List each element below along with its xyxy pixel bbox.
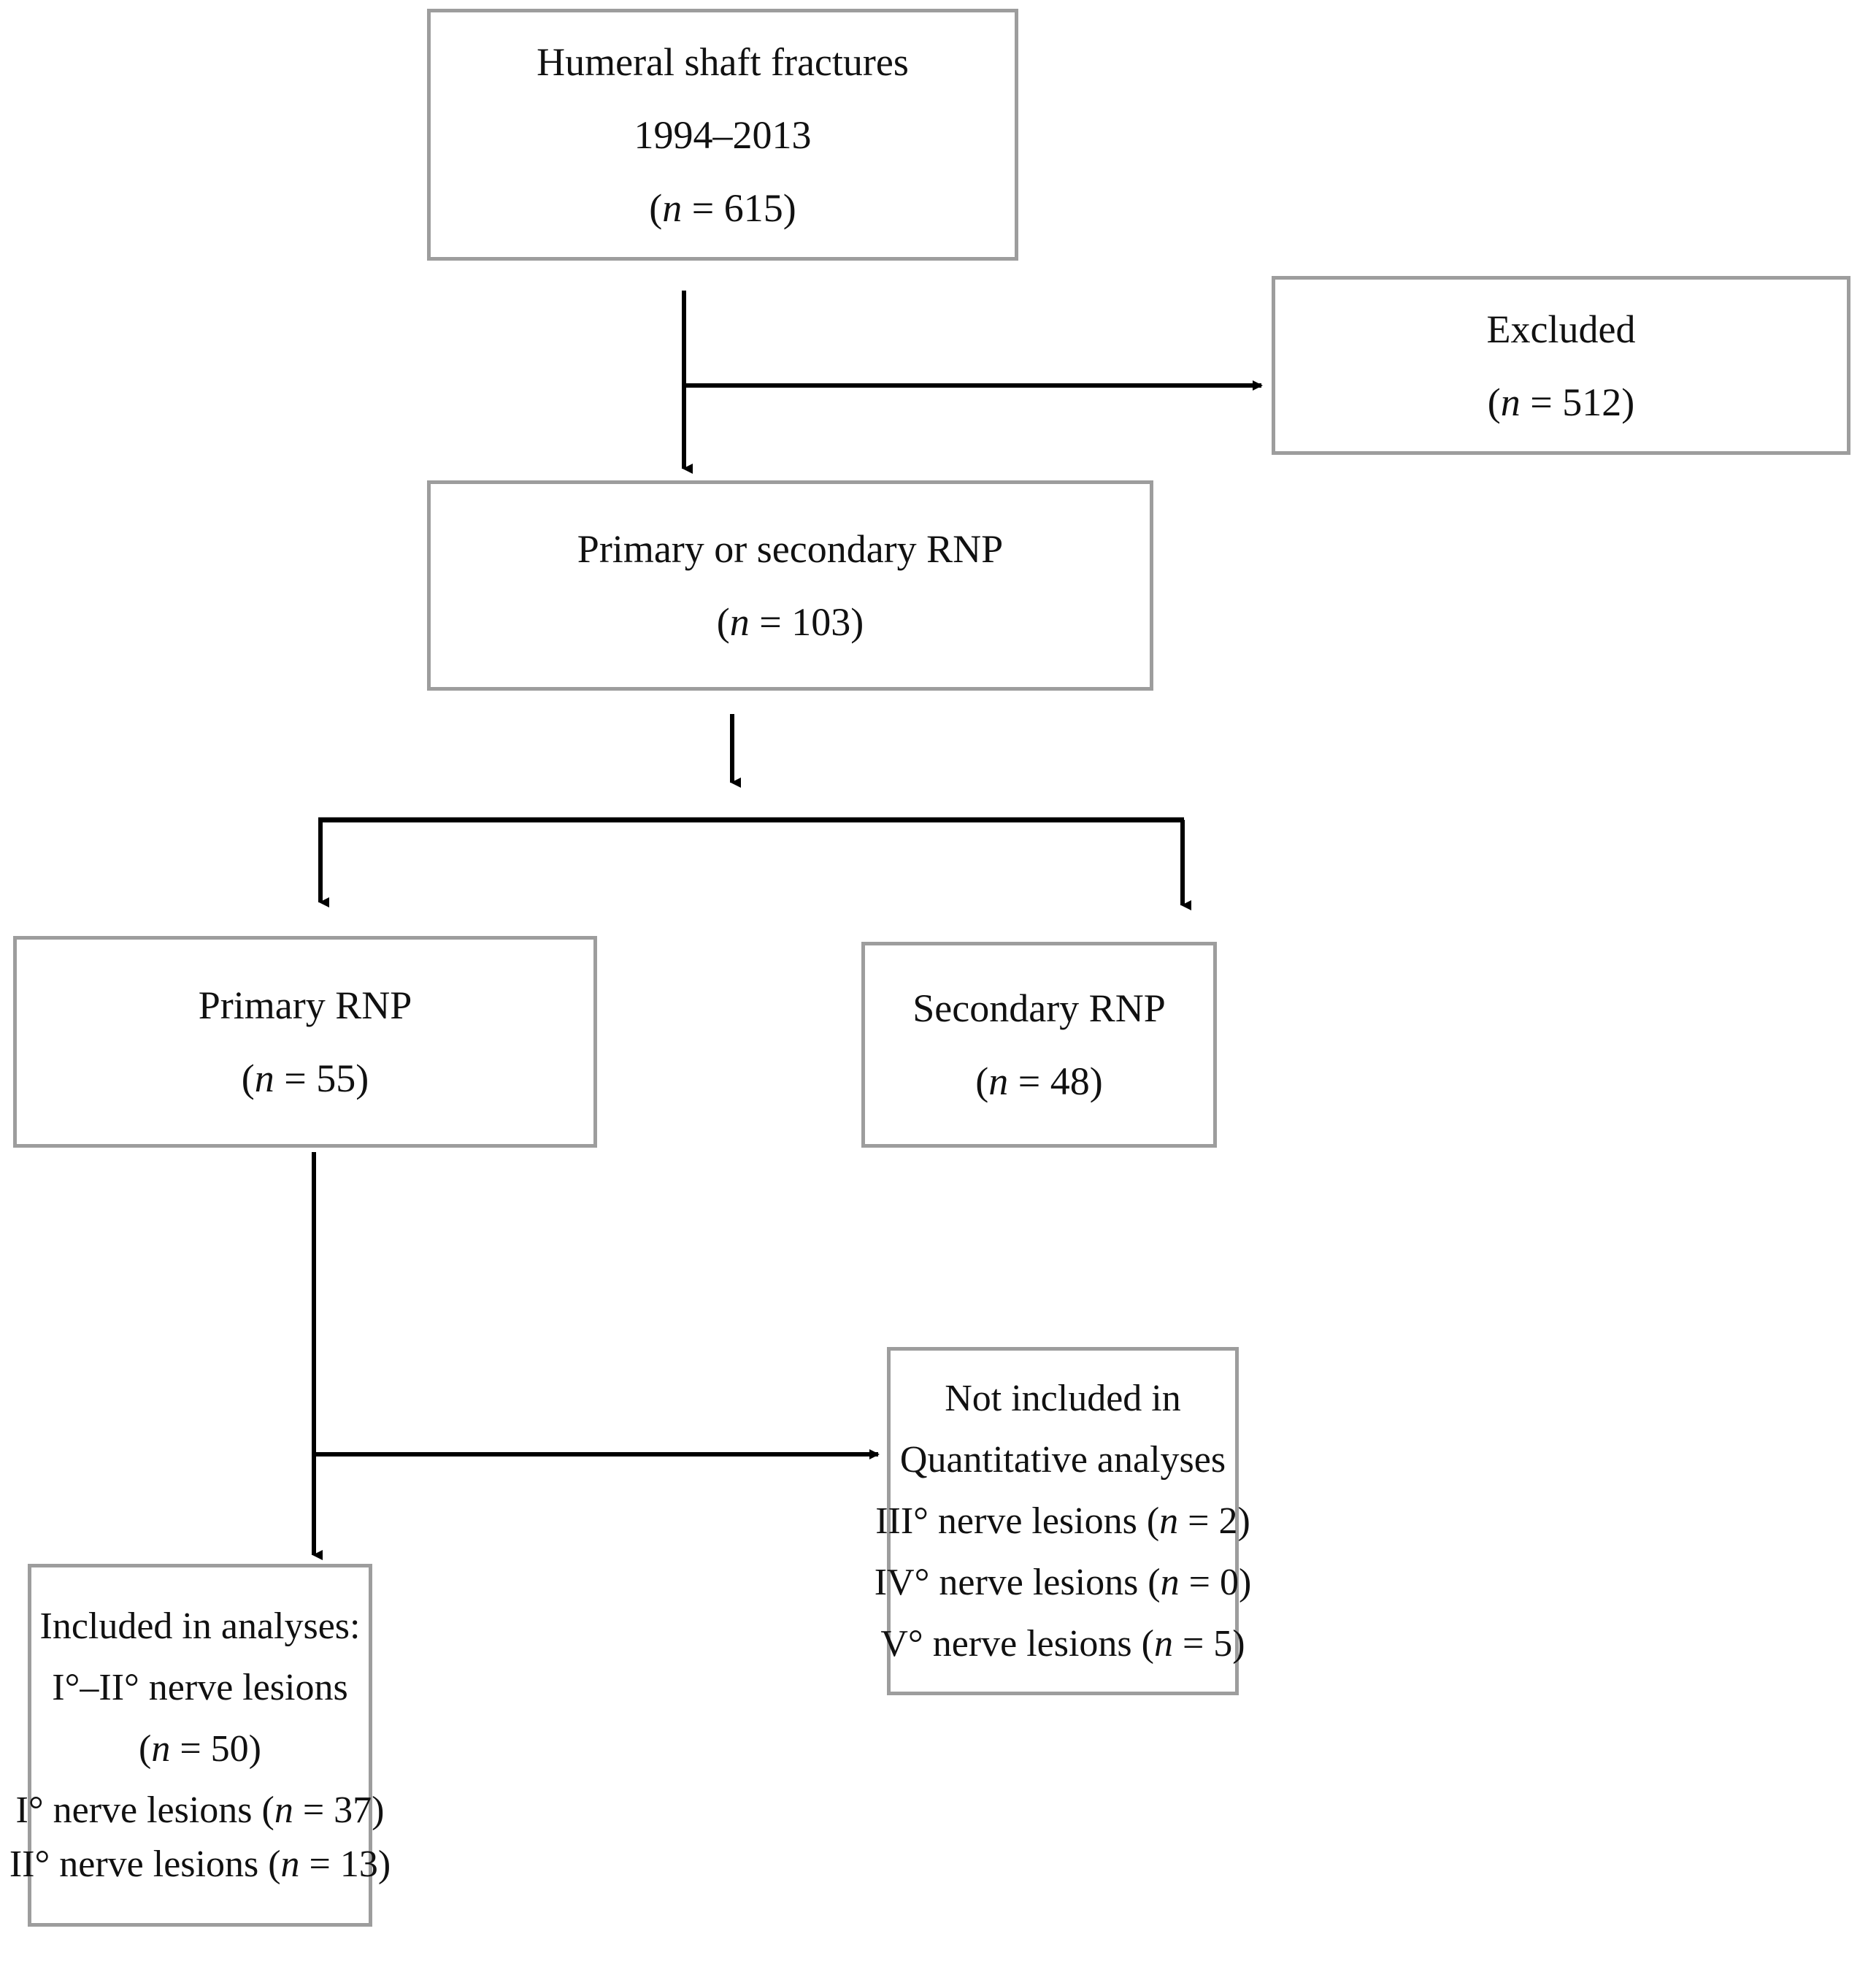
included-line-2: I°–II° nerve lesions	[52, 1666, 348, 1708]
node-primary-rnp[interactable]: Primary RNP (n = 55)	[13, 936, 597, 1148]
not-included-row-3: III° nerve lesions (n = 2)	[875, 1500, 1250, 1542]
included-row-4: I° nerve lesions (n = 37)	[15, 1789, 385, 1831]
source-line-1: Humeral shaft fractures	[537, 39, 909, 84]
node-included-in-analyses[interactable]: Included in analyses: I°–II° nerve lesio…	[9, 1564, 391, 1927]
included-row-5: II° nerve lesions (n = 13)	[9, 1843, 391, 1885]
not-included-row-4: IV° nerve lesions (n = 0)	[874, 1561, 1252, 1603]
not-included-line-2: Quantitative analyses	[899, 1438, 1226, 1481]
edge-split-bus	[318, 817, 1191, 910]
node-not-included-quantitative[interactable]: Not included in Quantitative analyses II…	[875, 1347, 1251, 1695]
node-humeral-shaft-fractures[interactable]: Humeral shaft fractures 1994–2013 (n = 6…	[427, 9, 1018, 261]
node-excluded[interactable]: Excluded (n = 512)	[1272, 276, 1850, 455]
primary-line-1: Primary RNP	[198, 983, 412, 1027]
not-included-row-5: V° nerve lesions (n = 5)	[880, 1622, 1245, 1665]
included-line-1: Included in analyses:	[39, 1605, 361, 1647]
included-count: (n = 50)	[139, 1727, 261, 1770]
source-line-2: 1994–2013	[634, 112, 812, 157]
excluded-line-1: Excluded	[1486, 307, 1636, 351]
rnp-line-1: Primary or secondary RNP	[577, 527, 1004, 571]
secondary-line-1: Secondary RNP	[912, 986, 1166, 1030]
secondary-count: (n = 48)	[975, 1059, 1103, 1103]
node-primary-or-secondary-rnp[interactable]: Primary or secondary RNP (n = 103)	[427, 480, 1153, 691]
not-included-line-1: Not included in	[945, 1377, 1181, 1419]
excluded-count: (n = 512)	[1487, 380, 1635, 424]
rnp-count: (n = 103)	[716, 600, 864, 644]
primary-count: (n = 55)	[241, 1056, 369, 1100]
source-count: (n = 615)	[649, 185, 796, 230]
node-secondary-rnp[interactable]: Secondary RNP (n = 48)	[861, 942, 1217, 1148]
